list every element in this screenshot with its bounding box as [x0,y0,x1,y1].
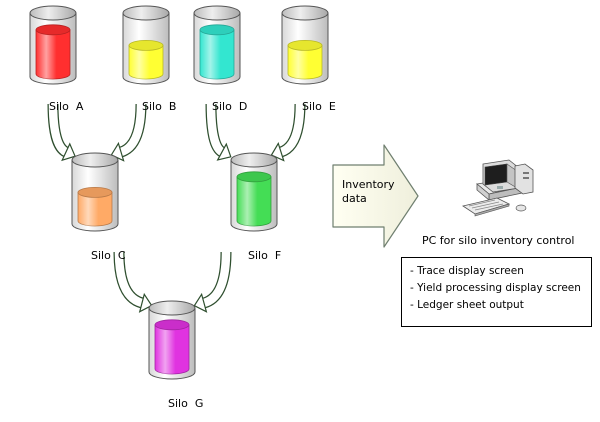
silo-a [29,5,77,85]
function-list-box: - Trace display screen - Yield processin… [401,257,592,327]
desktop-computer-icon [462,159,534,217]
function-item-trace: - Trace display screen [410,265,524,277]
silo-letter: D [238,100,248,113]
silo-contents [154,319,190,375]
silo-f [230,152,278,232]
silo-word: Silo [49,100,69,113]
silo-g [148,300,196,380]
inventory-data-label: Inventory data [342,178,395,205]
flow-arrow [113,251,153,313]
silo-letter: E [328,100,336,113]
silo-label-e: Silo E [288,89,336,125]
silo-label-g: Silo G [154,386,203,422]
silo-e [281,5,329,85]
silo-contents [287,40,323,80]
silo-label-f: Silo F [234,238,281,274]
silo-group [29,5,329,380]
silo-label-c: Silo C [77,238,126,274]
flow-arrow [47,103,76,162]
silo-word: Silo [168,397,188,410]
silo-letter: B [168,100,177,113]
silo-label-b: Silo B [128,89,176,125]
silo-letter: A [75,100,84,113]
silo-label-a: Silo A [35,89,83,125]
silo-d [193,5,241,85]
silo-word: Silo [212,100,232,113]
silo-word: Silo [248,249,268,262]
flow-arrow [205,103,232,161]
silo-contents [35,24,71,80]
silo-contents [128,40,164,80]
silo-contents [77,186,113,227]
silo-letter: G [194,397,204,410]
silo-letter: C [117,249,126,262]
inventory-data-arrow [332,144,419,248]
silo-word: Silo [91,249,111,262]
silo-contents [199,24,235,80]
flow-arrow [193,251,232,313]
function-item-yield: - Yield processing display screen [410,282,581,294]
silo-contents [236,171,272,227]
silo-c [71,152,119,232]
silo-b [122,5,170,85]
silo-inventory-diagram: Silo A Silo B Silo D Silo E Silo C Silo … [29,5,592,410]
silo-word: Silo [302,100,322,113]
silo-label-d: Silo D [198,89,247,125]
function-item-ledger: - Ledger sheet output [410,299,524,311]
silo-letter: F [274,249,282,262]
diagram-canvas [29,5,534,380]
silo-word: Silo [142,100,162,113]
flow-arrows [47,103,306,313]
pc-title: PC for silo inventory control [422,234,575,247]
